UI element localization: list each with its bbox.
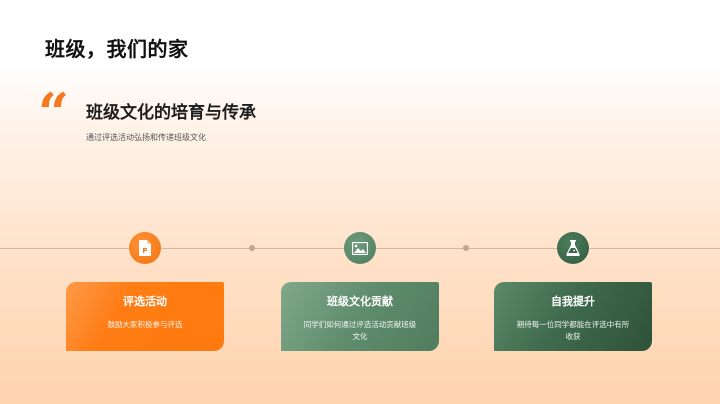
svg-text:P: P xyxy=(142,247,147,255)
ppt-file-icon: P xyxy=(138,240,152,256)
timeline-node-3 xyxy=(557,232,589,264)
timeline-dot xyxy=(249,245,255,251)
section-heading: 班级文化的培育与传承 xyxy=(86,103,256,123)
card-title: 评选活动 xyxy=(123,295,167,308)
timeline-card-1: 评选活动 鼓励大家积极参与评选 xyxy=(66,282,224,351)
flask-icon xyxy=(566,240,580,256)
card-description: 期待每一位同学都能在评选中有所收获 xyxy=(516,320,630,341)
slide-title: 班级，我们的家 xyxy=(45,37,189,61)
card-description: 鼓励大家积极参与评选 xyxy=(107,320,183,329)
card-title: 班级文化贡献 xyxy=(327,295,393,308)
card-description: 同学们如何通过评选活动贡献班级文化 xyxy=(303,320,417,341)
timeline-card-2: 班级文化贡献 同学们如何通过评选活动贡献班级文化 xyxy=(281,282,439,351)
quote-mark-icon: “ xyxy=(38,81,69,145)
timeline-dot xyxy=(463,245,469,251)
timeline-card-3: 自我提升 期待每一位同学都能在评选中有所收获 xyxy=(494,282,652,351)
timeline-node-1: P xyxy=(129,232,161,264)
timeline-node-2 xyxy=(344,232,376,264)
card-title: 自我提升 xyxy=(551,295,595,308)
section-subtitle: 通过评选活动弘扬和传递班级文化 xyxy=(86,133,206,142)
image-icon xyxy=(352,241,368,255)
